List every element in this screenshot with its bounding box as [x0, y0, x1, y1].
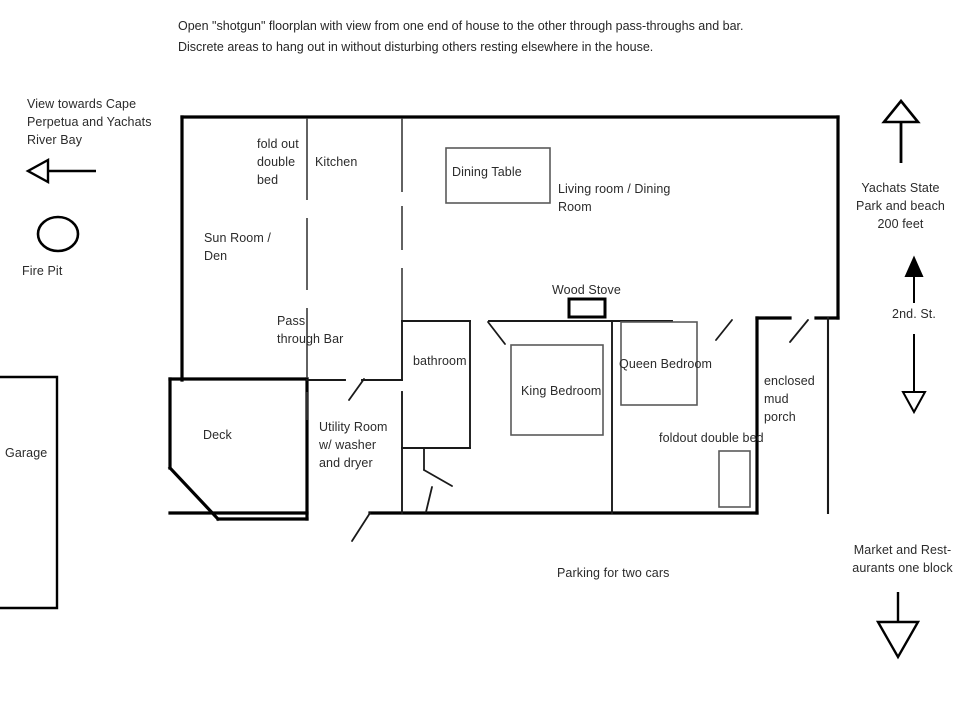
- room-label-garage: Garage: [5, 446, 48, 460]
- room-label-wood-stove: Wood Stove: [552, 283, 621, 297]
- room-label-foldout-double-bed: foldout double bed: [659, 431, 764, 445]
- annotation-market-south: Market and Rest- aurants one block: [852, 543, 953, 575]
- dining-table-box: [445, 147, 551, 204]
- room-label-kitchen: Kitchen: [315, 155, 358, 169]
- king-bedroom-box: [510, 344, 604, 436]
- queen-bedroom-box: [620, 321, 698, 406]
- west-arrow: [25, 157, 96, 185]
- door-bathroom-top: [487, 321, 506, 345]
- wall-deck-chamfer: [167, 465, 221, 522]
- annotation-parking: Parking for two cars: [557, 566, 670, 580]
- door-entry-bottom: [351, 512, 371, 542]
- door-mudporch: [789, 319, 809, 343]
- annotation-view-west: View towards Cape Perpetua and Yachats R…: [27, 97, 152, 147]
- room-label-queen-bedroom: Queen Bedroom: [619, 357, 713, 371]
- wood-stove-box: [567, 297, 607, 319]
- room-label-utility: Utility Room w/ washer and dryer: [319, 420, 388, 470]
- room-label-fold-out-bed: fold out double bed: [257, 137, 299, 187]
- header-note-line1: Open "shotgun" floorplan with view from …: [178, 19, 744, 33]
- room-label-mud-porch: enclosed mud porch: [764, 374, 815, 424]
- annotation-fire-pit: Fire Pit: [22, 264, 63, 278]
- door-queen: [715, 319, 733, 341]
- door-hall-bottom: [425, 486, 433, 513]
- room-label-dining-table: Dining Table: [452, 165, 522, 179]
- room-label-pass-through-bar: Pass through Bar: [277, 314, 344, 346]
- door-swings: [348, 319, 809, 542]
- annotation-park-north: Yachats State Park and beach 200 feet: [856, 181, 945, 231]
- street-double-arrow: [901, 255, 927, 415]
- door-bath-lower-leaf: [423, 469, 453, 487]
- room-label-deck: Deck: [203, 428, 232, 442]
- furniture: [445, 147, 751, 508]
- header-note-line2: Discrete areas to hang out in without di…: [178, 40, 654, 54]
- room-label-bathroom: bathroom: [413, 354, 467, 368]
- foldout-bed-box: [718, 450, 751, 508]
- fire-pit-circle: [36, 215, 80, 253]
- room-label-sun-room: Sun Room / Den: [204, 231, 272, 263]
- room-label-living-dining: Living room / Dining Room: [558, 182, 671, 214]
- annotation-street: 2nd. St.: [892, 307, 936, 321]
- garage-box: [0, 375, 59, 610]
- door-utility: [348, 378, 365, 401]
- room-label-king-bedroom: King Bedroom: [521, 384, 602, 398]
- north-arrow: [881, 98, 921, 163]
- garage-outline: [0, 375, 59, 610]
- south-arrow: [875, 592, 921, 660]
- interior-walls-mid: [306, 320, 673, 514]
